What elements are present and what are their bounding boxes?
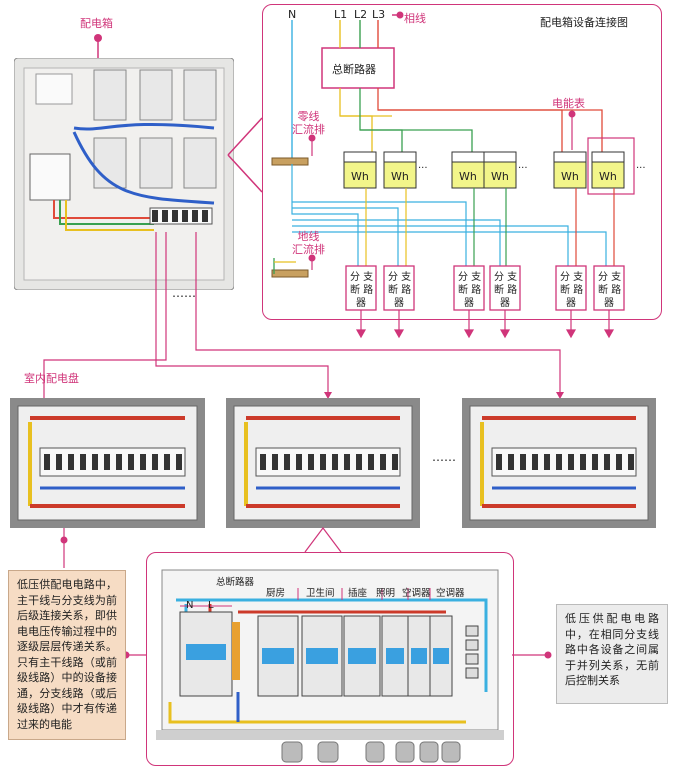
indoor-panel-photo-3 [462, 398, 656, 528]
svg-text:...: ... [636, 160, 646, 171]
neutral-bus-label: 零线汇流排 [292, 110, 325, 136]
svg-text:断 路: 断 路 [494, 283, 517, 296]
svg-text:器: 器 [604, 297, 614, 309]
phase-line-label: 相线 [404, 12, 426, 25]
indoor-panel-photo-1 [10, 398, 205, 528]
right-note: 低压供配电电路中，在相同分支线路中各设备之间属于并列关系，无前后控制关系 [556, 604, 668, 704]
svg-text:总断路器: 总断路器 [332, 62, 376, 76]
connection-diagram-frame [262, 4, 662, 320]
indoor-panel-photo-2 [226, 398, 420, 528]
svg-text:器: 器 [394, 297, 404, 309]
svg-text:L1: L1 [334, 8, 347, 21]
svg-text:器: 器 [356, 297, 366, 309]
svg-text:分 支: 分 支 [494, 271, 517, 283]
diagram-title: 配电箱设备连接图 [540, 16, 628, 29]
indoor-panel-label: 室内配电盘 [24, 372, 79, 385]
svg-text:Wh: Wh [491, 170, 509, 183]
distribution-box-photo [14, 58, 234, 290]
svg-text:Wh: Wh [391, 170, 409, 183]
svg-text:断 路: 断 路 [560, 283, 583, 296]
ground-bus-label: 地线汇流排 [292, 230, 325, 256]
svg-text:分 支: 分 支 [458, 271, 481, 283]
distribution-box-label: 配电箱 [80, 17, 113, 30]
svg-text:断 路: 断 路 [350, 283, 373, 296]
circuit-label-lighting: 照明 [376, 588, 396, 599]
n-label: N [288, 8, 296, 21]
bottom-panel-frame [146, 552, 514, 766]
circuit-label-ac-1: 空调器 [402, 588, 431, 599]
meter-label: 电能表 [552, 97, 585, 110]
svg-text:断 路: 断 路 [458, 283, 481, 296]
svg-text:...: ... [418, 160, 428, 171]
svg-text:断 路: 断 路 [388, 283, 411, 296]
circuit-label-socket: 插座 [348, 588, 368, 599]
svg-text:分 支: 分 支 [560, 271, 583, 283]
svg-text:Wh: Wh [459, 170, 477, 183]
svg-text:分 支: 分 支 [598, 271, 621, 283]
svg-text:分 支: 分 支 [350, 271, 373, 283]
svg-text:器: 器 [566, 297, 576, 309]
connection-diagram: N L1 L2 L3 总断路器 Wh Wh ... Wh Wh ... Wh W… [271, 8, 646, 339]
circuit-label-kitchen: 厨房 [266, 588, 286, 599]
bottom-n-label: N [186, 600, 194, 611]
svg-text:...: ... [518, 160, 528, 171]
bottom-main-breaker-label: 总断路器 [216, 577, 255, 588]
svg-text:Wh: Wh [599, 170, 617, 183]
bottom-panel-diagram [156, 569, 504, 763]
bottom-l-label: L [208, 600, 214, 611]
box-ellipsis: …… [172, 286, 196, 300]
circuit-label-ac-2: 空调器 [436, 588, 465, 599]
svg-text:Wh: Wh [561, 170, 579, 183]
svg-text:Wh: Wh [351, 170, 369, 183]
svg-text:器: 器 [500, 297, 510, 309]
panels-ellipsis: …… [432, 450, 456, 464]
svg-text:L3: L3 [372, 8, 385, 21]
left-note: 低压供配电电路中，主干线与分支线为前后级连接关系，即供电电压传输过程中的逐级层层… [8, 570, 126, 740]
svg-text:器: 器 [464, 297, 474, 309]
svg-text:断 路: 断 路 [598, 283, 621, 296]
circuit-label-bathroom: 卫生间 [306, 588, 335, 599]
svg-text:L2: L2 [354, 8, 367, 21]
svg-text:分 支: 分 支 [388, 271, 411, 283]
